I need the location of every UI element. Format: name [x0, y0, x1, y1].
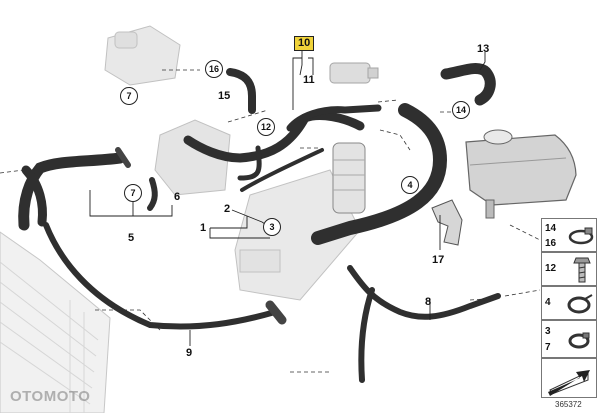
callout-2: 2 [224, 203, 231, 215]
legend-number: 7 [545, 342, 551, 353]
legend-number: 14 [545, 223, 557, 234]
hoses [18, 63, 501, 383]
callout-7-top: 7 [120, 87, 138, 105]
engine-parts [154, 119, 361, 301]
callout-7-mid: 7 [124, 184, 142, 202]
callout-12: 12 [257, 118, 275, 136]
spring-clamp-icon [567, 294, 593, 314]
callout-14: 14 [452, 101, 470, 119]
bolt-icon [573, 257, 591, 283]
hose-clamp-icon [568, 227, 594, 245]
callout-9: 9 [186, 347, 193, 359]
radiator [0, 231, 111, 413]
callout-8: 8 [425, 296, 432, 308]
legend-number: 3 [545, 326, 551, 337]
callout-5: 5 [128, 232, 135, 244]
callout-4: 4 [401, 176, 419, 194]
arrow-icon [548, 370, 590, 396]
legend-number: 16 [545, 238, 557, 249]
callout-13: 13 [477, 43, 490, 55]
callout-11: 11 [303, 74, 315, 86]
bracket-part [431, 199, 463, 246]
watermark: OTOMOTO [10, 388, 91, 405]
oil-filter-housing [332, 142, 366, 214]
callout-15: 15 [218, 90, 231, 102]
legend-cell-small-clamp: 3 7 [541, 320, 597, 358]
dashed-lines [0, 69, 541, 373]
callout-17: 17 [432, 254, 445, 266]
temperature-sensor [329, 62, 379, 84]
expansion-tank [465, 129, 577, 219]
callout-1: 1 [200, 222, 207, 234]
reference-number: 365372 [555, 400, 582, 409]
thermostat-housing [104, 25, 181, 86]
legend-cell-spring-clamp: 4 [541, 286, 597, 320]
legend-number: 4 [545, 297, 551, 308]
callout-16: 16 [205, 60, 223, 78]
legend-cell-hose-clamp: 14 16 [541, 218, 597, 252]
small-clamp-icon [568, 332, 590, 349]
callout-10-highlighted: 10 [294, 36, 315, 51]
legend-cell-bolt: 12 [541, 252, 597, 286]
callout-3: 3 [263, 218, 281, 236]
callout-6: 6 [174, 191, 181, 203]
legend-number: 12 [545, 263, 557, 274]
legend-cell-arrow [541, 358, 597, 398]
